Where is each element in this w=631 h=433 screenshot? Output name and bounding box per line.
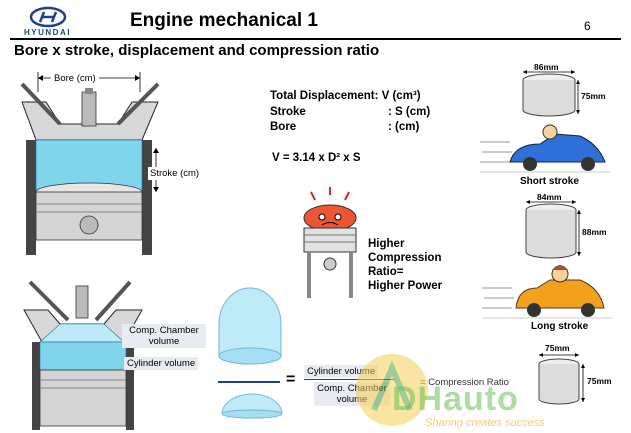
displacement-equation: V = 3.14 x D² x S [272,152,361,164]
square-height: 75mm [587,376,612,386]
long-stroke-height: 88mm [582,227,607,237]
logo-text: HYUNDAI [24,28,71,37]
mascot-caption-line-1: Higher [368,238,405,250]
stroke-name: Stroke [270,106,306,118]
total-displacement-text: Total Displacement: V (cm³) [270,90,421,102]
slide-subtitle: Bore x stroke, displacement and compress… [14,42,380,59]
header-rule [10,38,621,40]
mascot-caption-line-2: Compression [368,252,442,264]
mascot-caption-line-4: Higher Power [368,280,443,292]
short-stroke-cylinder [522,70,580,117]
square-width: 75mm [545,343,570,353]
blue-sports-car-illustration [480,124,610,173]
watermark-brand: DHauto [392,380,519,418]
stroke-value: : S (cm) [388,106,431,118]
fraction-bar [218,381,280,383]
bore-value: : (cm) [388,121,420,133]
watermark-logo-icon [356,354,428,426]
short-stroke-width: 86mm [534,62,559,72]
hyundai-emblem-icon [29,6,67,28]
compression-cylinder-diagram [23,280,143,430]
mascot-caption-line-3: Ratio= [368,266,404,278]
bore-label: Bore (cm) [51,72,99,85]
long-stroke-width: 84mm [537,192,562,202]
hyundai-logo: HYUNDAI [18,5,78,37]
ratio-fraction-bar [304,379,394,381]
page-title: Engine mechanical 1 [130,10,318,31]
bore-name: Bore [270,121,297,133]
short-stroke-caption: Short stroke [520,176,579,187]
engine-cylinder-diagram [20,72,160,255]
comp-chamber-volume-label: Comp. Chamber volume [122,324,206,348]
watermark-tagline: Sharing creates success [425,417,545,429]
piston-mascot-illustration [303,187,357,298]
short-stroke-height: 75mm [581,91,606,101]
stroke-label: Stroke (cm) [148,167,202,180]
cylinder-volume-label: Cylinder volume [124,357,199,370]
page-number: 6 [584,19,591,33]
comp-chamber-shape [221,393,283,419]
compression-ratio-result: = Compression Ratio [420,377,509,388]
long-stroke-caption: Long stroke [531,321,589,332]
orange-car-illustration [482,265,612,319]
cylinder-volume-shape [218,287,282,365]
mascot-caption: Higher Compression Ratio= Higher Power [368,237,442,293]
long-stroke-cylinder [525,200,581,259]
square-stroke-cylinder [538,353,585,405]
fraction-equals-sign: = [286,371,296,388]
